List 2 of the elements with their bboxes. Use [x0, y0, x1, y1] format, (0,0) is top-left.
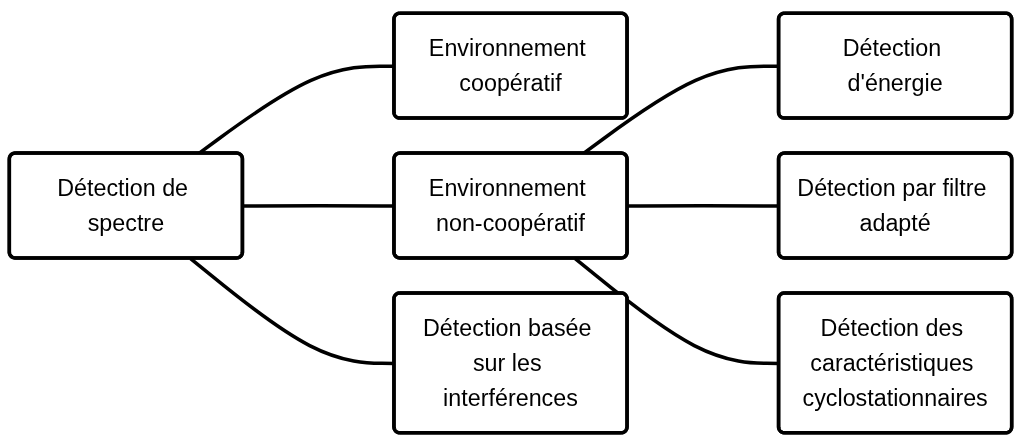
connector — [243, 203, 395, 208]
connector — [189, 257, 395, 366]
